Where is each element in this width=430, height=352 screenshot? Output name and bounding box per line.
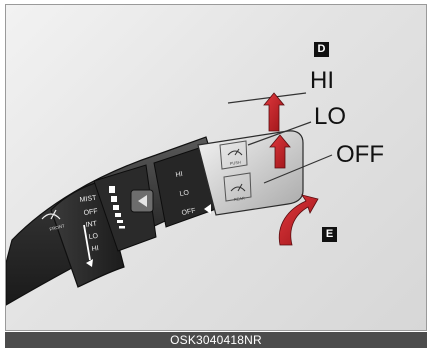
figure-caption: OSK3040418NR: [5, 332, 427, 348]
collar-label-hi: HI: [175, 171, 183, 179]
position-label-hi: HI: [310, 69, 334, 93]
ring-label-lo: LO: [88, 233, 99, 241]
marker-d: D: [314, 42, 329, 57]
ring-label-hi: HI: [91, 245, 99, 253]
marker-e: E: [322, 227, 337, 242]
wiper-stalk-illustration: MIST OFF INT LO HI FRONT HI LO OFF PUSH …: [5, 4, 427, 331]
position-label-off: OFF: [336, 143, 384, 167]
hi-red-arrow: [264, 93, 284, 131]
position-label-lo: LO: [314, 105, 346, 129]
